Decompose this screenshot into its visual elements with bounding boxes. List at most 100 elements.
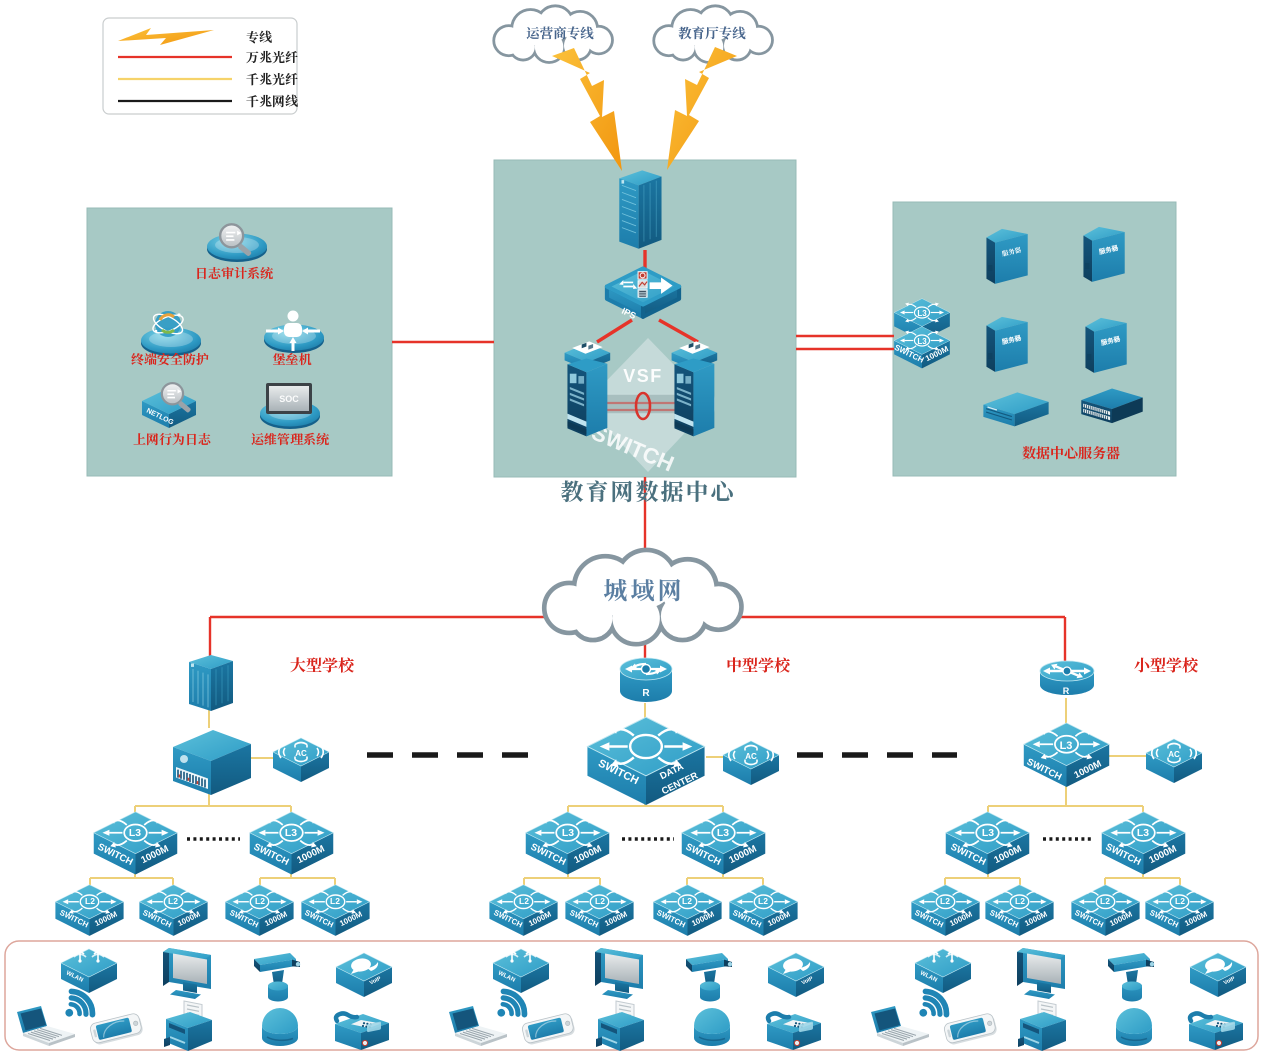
- endpoint-large-dome-camera: [261, 1007, 299, 1047]
- ac-label: AC: [1168, 750, 1180, 759]
- voip-label: VoIP: [369, 976, 383, 987]
- circle-shape: [287, 310, 299, 322]
- school-medium-l2-switch-3: L2 SWITCH 1000M: [652, 884, 723, 937]
- ops-mgmt-system: SOC 运维管理系统: [251, 383, 329, 448]
- line-or-shape: [523, 871, 601, 885]
- school-medium-l2-switch-4: L2 SWITCH 1000M: [728, 884, 799, 937]
- voip-label: VoIP: [1223, 976, 1237, 987]
- endpoint-large-voip-gateway: VoIP: [335, 952, 393, 998]
- line-or-shape: [987, 784, 1144, 814]
- switch-tier-label: L3: [917, 309, 927, 318]
- server-tower-2: 服务器: [1083, 226, 1125, 282]
- panel-shape: [102, 17, 298, 115]
- vsf-label: VSF: [623, 366, 663, 386]
- switch-tier-label: L2: [519, 896, 529, 906]
- bastion-icon: [266, 310, 320, 351]
- school-medium-dc-switch: SWITCH DATA CENTER: [586, 715, 706, 807]
- endpoint-small-wlan-ap: WLAN: [914, 948, 972, 994]
- switch-tier-label: L2: [168, 896, 178, 906]
- school-medium-router: R: [618, 656, 674, 704]
- cloud-isp: 运营商专线: [495, 7, 611, 61]
- server-panel-caption: 数据中心服务器: [1022, 443, 1120, 463]
- legend-label: 专线: [246, 27, 273, 46]
- line-or-shape: [686, 871, 764, 885]
- soc-text: SOC: [279, 394, 299, 404]
- school-large-l3-switch-2: L3 SWITCH 1000M: [248, 810, 335, 876]
- polygon-shape: [278, 327, 284, 335]
- school-small-l2-switch-1: L2 SWITCH 1000M: [910, 884, 981, 937]
- line-or-shape: [259, 871, 336, 885]
- switch-tier-label: L2: [85, 896, 95, 906]
- netlog-device: NETLOG 上网行为日志: [133, 382, 211, 448]
- ops-mgmt-label: 运维管理系统: [251, 429, 329, 448]
- device-graphic: [272, 737, 330, 783]
- line-or-shape: [89, 871, 174, 885]
- panel-shape: [284, 323, 302, 337]
- school-small-label: 小型学校: [1134, 653, 1199, 676]
- server-tower-1: 服务器: [986, 228, 1028, 284]
- legend: 专线 万兆光纤 千兆光纤 千兆网线: [102, 17, 299, 115]
- switch-tier-label: L2: [595, 896, 605, 906]
- legend-label: 万兆光纤: [246, 47, 298, 66]
- line-or-shape: [158, 313, 175, 321]
- device-graphic: [1022, 722, 1111, 788]
- router-label: R: [1063, 686, 1070, 696]
- line-or-shape: [1104, 871, 1181, 885]
- school-large-label: 大型学校: [290, 653, 355, 676]
- line-or-shape: [596, 318, 633, 344]
- firewall-core: [618, 169, 662, 250]
- circle-shape: [177, 313, 181, 317]
- polygon-shape: [302, 327, 308, 335]
- bolt-isp-icon: [552, 48, 622, 171]
- school-medium-l2-switch-2: L2 SWITCH 1000M: [564, 884, 635, 937]
- lightning-icon: [118, 28, 214, 45]
- voip-label: VoIP: [801, 976, 815, 987]
- cloud-edu: 教育厅专线: [655, 7, 771, 61]
- switch-tier-label: L3: [129, 828, 141, 839]
- switch-tier-label: L3: [717, 828, 729, 839]
- bastion-label: 堡垒机: [272, 349, 312, 368]
- switch-tier-label: L2: [255, 896, 265, 906]
- legend-item-10g: 万兆光纤: [118, 47, 298, 66]
- switch-tier-label: L2: [330, 896, 340, 906]
- log-audit-system: 日志审计系统: [195, 223, 273, 282]
- device-graphic: [564, 341, 611, 437]
- school-large-l2-switch-3: L2 SWITCH 1000M: [224, 884, 295, 937]
- polygon-shape: [289, 337, 297, 343]
- endpoint-medium-voip-gateway: VoIP: [767, 952, 825, 998]
- switch-tier-label: L2: [682, 896, 692, 906]
- school-large-l3-switch-1: L3 SWITCH 1000M: [92, 810, 179, 876]
- line-or-shape: [658, 318, 699, 344]
- school-medium-ac: AC: [722, 740, 780, 786]
- core-chassis-1: [564, 341, 611, 437]
- school-small-l3-switch-2: L3 SWITCH 1000M: [1100, 810, 1187, 876]
- school-large-l2-switch-4: L2 SWITCH 1000M: [300, 884, 371, 937]
- switch-tier-label: L2: [940, 896, 950, 906]
- school-medium-label: 中型学校: [726, 653, 791, 676]
- device-graphic: [671, 341, 718, 437]
- school-large-core-switch: [172, 729, 252, 796]
- legend-label: 千兆网线: [245, 91, 299, 110]
- ac-label: AC: [295, 749, 307, 758]
- cloud-edu-label: 教育厅专线: [678, 22, 746, 42]
- router-label: R: [642, 688, 650, 699]
- line-or-shape: [161, 328, 175, 334]
- legend-item-1g-cable: 千兆网线: [118, 91, 299, 110]
- school-small-core-l3: L3 SWITCH 1000M: [1022, 722, 1111, 788]
- endpoint-security: 终端安全防护: [131, 311, 209, 368]
- server-tower-3: 服务器: [986, 316, 1028, 372]
- school-small-l2-switch-3: L2 SWITCH 1000M: [1070, 884, 1141, 937]
- switch-tier-label: L2: [1015, 896, 1025, 906]
- school-medium-l3-switch-2: L3 SWITCH 1000M: [680, 810, 767, 876]
- line-or-shape: [134, 793, 292, 814]
- endpoint-large-wlan-ap: WLAN: [60, 948, 118, 994]
- endpoint-security-label: 终端安全防护: [131, 349, 209, 368]
- endpoint-small-voip-gateway: VoIP: [1189, 952, 1247, 998]
- switch-tier-label: L2: [1175, 896, 1185, 906]
- device-graphic: [618, 169, 662, 250]
- ac-label: AC: [745, 752, 757, 761]
- school-medium-l2-switch-1: L2 SWITCH 1000M: [488, 884, 559, 937]
- legend-item-dedicated: 专线: [118, 27, 273, 46]
- device-graphic: [722, 740, 780, 786]
